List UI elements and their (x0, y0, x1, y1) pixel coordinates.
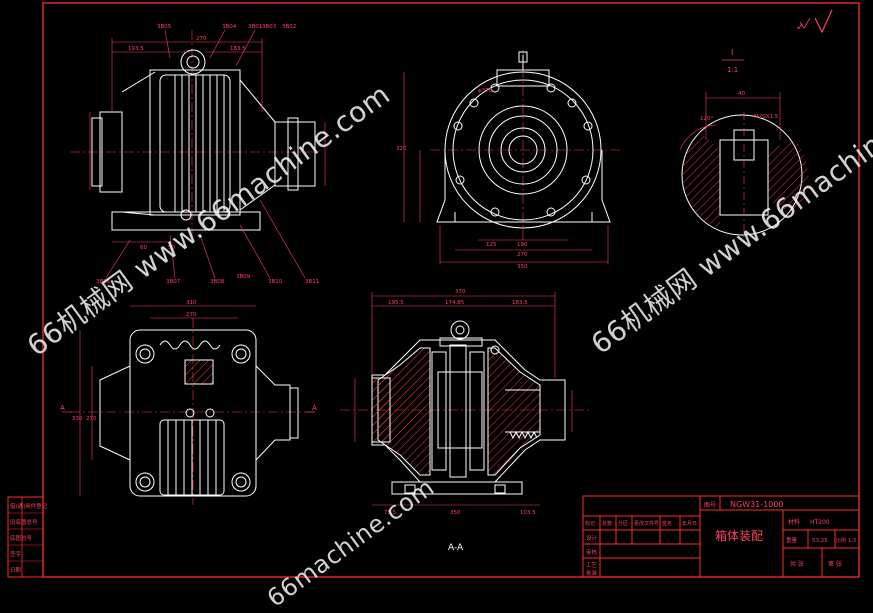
dim-section-bottom-right: 103.5 (520, 510, 536, 516)
left-table-row: 日期 (10, 567, 22, 574)
dim-section-right: 183.5 (512, 300, 528, 306)
rev-col: 分区 (618, 520, 628, 527)
part-label: 3B07 (166, 279, 181, 285)
scale-label: 比例 (836, 537, 846, 544)
dim-plan-top-a: 310 (186, 300, 197, 306)
part-label: 3B03 (262, 24, 277, 30)
rev-col: 标记 (585, 520, 595, 527)
part-label: 3B09 (236, 274, 251, 280)
dim-side-a: 270 (517, 252, 528, 258)
part-label: 3B02 (282, 24, 296, 30)
dim-detail-width: 40 (738, 91, 745, 97)
dim-section-left: 195.5 (388, 300, 404, 306)
dim-front-right: 183.5 (230, 46, 246, 52)
part-label: 3B08 (210, 279, 225, 285)
weight-label: 重量 (786, 536, 798, 544)
dim-side-circle: φ370 (478, 88, 493, 94)
part-label: 3B05 (157, 24, 172, 30)
dim-front-bottom-b: 50 (168, 245, 175, 251)
sheet-label: 共 张 (790, 560, 804, 568)
dim-front-top: 270 (196, 36, 207, 42)
left-table-row: 旧底图总号 (10, 518, 38, 526)
material-label: 材料 (788, 518, 800, 526)
dim-section-mid: 174.85 (445, 300, 465, 306)
left-table-row: 签字 (10, 550, 22, 558)
material: HT200 (810, 519, 830, 526)
left-table-row: 借(通)用件登记 (10, 502, 48, 510)
sheet-label-b: 第 张 (828, 560, 842, 568)
dim-section-bottom-left: 75.5 (384, 510, 397, 516)
title-block-text: 图号 NGW31-1000 箱体装配 材料 HT200 重量 53.25 比例 … (585, 500, 856, 577)
dim-side-c: 125 (486, 242, 497, 248)
rev-col: 签名 (662, 520, 672, 527)
roughness-symbol: ✓ (796, 9, 833, 34)
title-block (582, 495, 860, 578)
dim-section-bottom-mid: 350 (450, 510, 461, 516)
scale: 1:3 (848, 538, 856, 544)
roughness-text: ✓ (796, 22, 804, 33)
part-label: 3B04 (222, 24, 237, 30)
section-mark-left: A (60, 404, 65, 412)
section-view: 370 174.85 195.5 183.5 75.5 350 103.5 A-… (340, 289, 590, 553)
role-row: 审核 (586, 548, 598, 556)
dim-side-b: 190 (517, 242, 528, 248)
role-row: 工艺 (586, 562, 598, 569)
plan-view: 310 270 330 270 A A (60, 300, 317, 505)
detail-label: I (731, 48, 733, 57)
dim-front-bottom-a: 60 (140, 245, 147, 251)
part-label: 3B06 (96, 279, 111, 285)
rev-col: 处数 (602, 520, 612, 527)
dim-detail-thread: M20X1.5 (754, 114, 779, 120)
left-registration-table: 借(通)用件登记 旧底图总号 底图总号 签字 日期 (10, 502, 48, 574)
role-row: 批准 (586, 569, 598, 577)
rev-col: 年月日 (682, 520, 697, 527)
dim-front-left: 193.5 (128, 46, 144, 52)
cad-drawing-sheet: 借(通)用件登记 旧底图总号 底图总号 签字 日期 ✓ (7, 2, 860, 578)
section-label: A-A (448, 543, 464, 553)
dim-side-total: 350 (517, 264, 528, 270)
dim-section-total: 370 (455, 289, 466, 295)
dim-plan-side-b: 270 (86, 416, 97, 422)
part-label: 3B01 (248, 24, 262, 30)
drawing-frame (7, 2, 860, 578)
drawing-no: NGW31-1000 (730, 500, 784, 509)
detail-view: I 1:1 40 M20X1.5 120° (679, 48, 809, 240)
weight: 53.25 (812, 538, 828, 544)
side-view: 350 270 190 125 320 φ370 (396, 50, 620, 270)
dim-detail-angle: 120° (700, 116, 713, 122)
drawing-no-label: 图号 (704, 502, 716, 509)
dim-plan-top-b: 270 (186, 312, 197, 318)
dim-plan-side: 330 (72, 416, 83, 422)
left-table-row: 底图总号 (10, 534, 33, 542)
part-label: 3B10 (268, 279, 283, 285)
drawing-name: 箱体装配 (715, 528, 763, 543)
front-view: 270 193.5 183.5 60 50 3B05 3B04 3B01 3B0… (70, 24, 326, 285)
rev-col: 更改文件号 (634, 520, 659, 527)
dim-side-height: 320 (396, 146, 407, 152)
role-row: 设计 (586, 534, 598, 542)
part-label: 3B11 (305, 279, 319, 285)
detail-scale: 1:1 (727, 66, 738, 74)
section-mark-right: A (312, 404, 317, 412)
